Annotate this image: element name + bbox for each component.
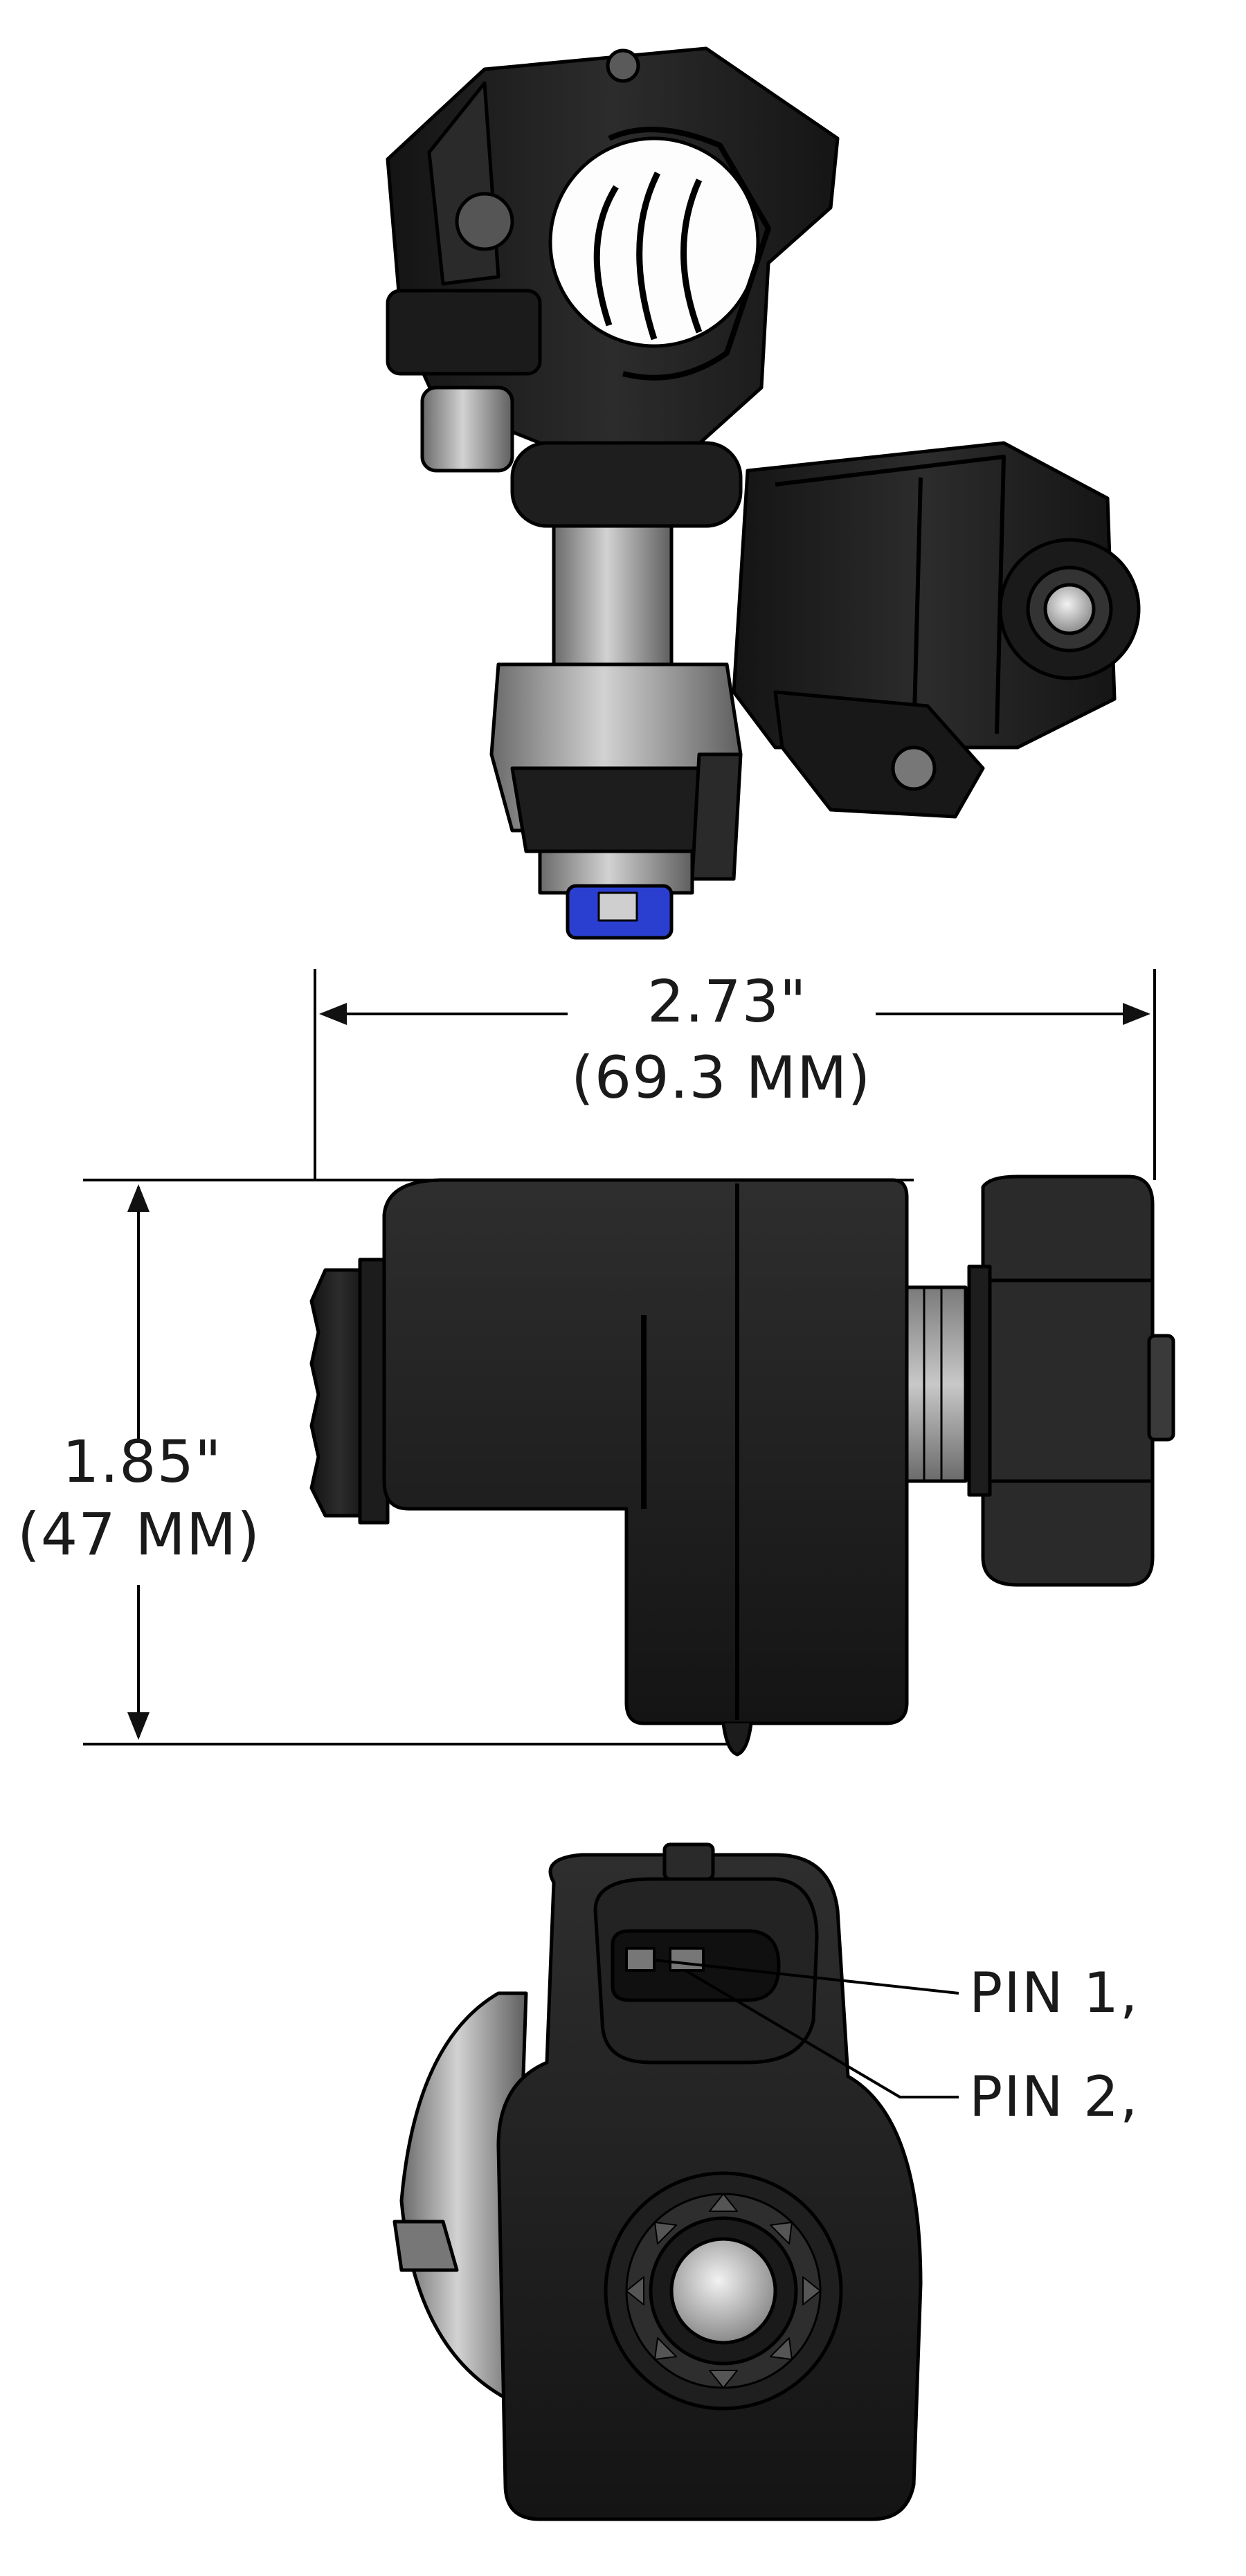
pin-1-contact (625, 1947, 656, 1972)
end-view (392, 1842, 959, 2521)
pin-1-leader (653, 1959, 959, 1995)
side-view (83, 969, 1175, 1757)
width-dimension-metric: (69.3 MM) (571, 1044, 872, 1112)
pin-2-label: PIN 2, (969, 2065, 1139, 2129)
valve-housing (732, 441, 1117, 750)
end-cap (669, 2237, 777, 2345)
isometric-view (386, 46, 1141, 940)
side-right-nut (981, 1174, 1155, 1587)
swivel-collar (510, 441, 743, 528)
connector-base (773, 690, 985, 819)
height-dimension-metric: (47 MM) (17, 1500, 261, 1568)
side-coupler (905, 1285, 968, 1483)
width-dimension-imperial: 2.73" (647, 968, 807, 1035)
clamp-bore (548, 136, 760, 348)
pin-2-leader (684, 1969, 959, 2098)
clamp-tab (386, 289, 542, 376)
end-metal-body (399, 1991, 528, 2404)
pin-1-label: PIN 1, (969, 1961, 1139, 2025)
clamp-ribs (593, 171, 703, 341)
pin-2-contact (669, 1947, 705, 1972)
height-dimension-imperial: 1.85" (62, 1428, 222, 1496)
